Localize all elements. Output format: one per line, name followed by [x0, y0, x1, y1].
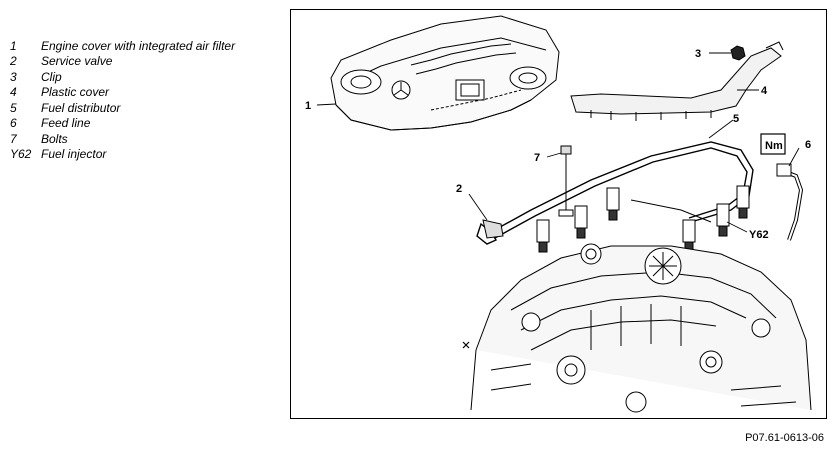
fuel-injector [682, 219, 696, 253]
callout-6: 6 [805, 139, 811, 151]
plastic-cover [570, 41, 784, 121]
fuel-injector [736, 185, 750, 219]
legend-description: Fuel injector [41, 147, 107, 162]
legend-item: 2 Service valve [10, 54, 280, 70]
engine-cover [330, 15, 560, 131]
diagram-drawing: Nm [305, 15, 812, 413]
legend-description: Fuel distributor [41, 100, 121, 115]
service-valve [482, 219, 504, 239]
legend-description: Plastic cover [41, 85, 110, 100]
legend-number: 3 [10, 69, 17, 84]
legend-description: Bolts [41, 131, 68, 146]
legend-number: 2 [10, 54, 17, 69]
fuel-injector [716, 203, 730, 237]
callout-3: 3 [695, 48, 701, 60]
callout-y62: Y62 [749, 229, 769, 241]
legend-item: 1 Engine cover with integrated air filte… [10, 38, 280, 54]
legend-number: 1 [10, 38, 17, 53]
legend-description: Feed line [41, 116, 91, 131]
legend-item: 3 Clip [10, 69, 280, 85]
torque-label: Nm [765, 140, 783, 152]
engine-block [462, 243, 812, 413]
legend-item: 4 Plastic cover [10, 85, 280, 101]
legend-number: 7 [10, 131, 17, 146]
fuel-injector [536, 219, 550, 253]
bolt [558, 145, 574, 217]
exploded-view-diagram: Nm [290, 9, 827, 419]
fuel-injectors [536, 185, 750, 253]
legend-description: Service valve [41, 54, 113, 69]
legend-number: 5 [10, 100, 17, 115]
parts-legend: 1 Engine cover with integrated air filte… [10, 38, 280, 162]
clip [730, 45, 746, 61]
callout-1: 1 [305, 100, 311, 112]
legend-item: 7 Bolts [10, 131, 280, 147]
torque-indicator: Nm [760, 133, 786, 155]
leader-lines [316, 52, 800, 233]
legend-item: 6 Feed line [10, 116, 280, 132]
feed-line [776, 163, 804, 241]
legend-number: Y62 [10, 147, 32, 162]
legend-item: 5 Fuel distributor [10, 100, 280, 116]
legend-description: Clip [41, 69, 62, 84]
legend-number: 4 [10, 85, 17, 100]
figure-reference-code: P07.61-0613-06 [745, 432, 824, 444]
fuel-injector [606, 187, 620, 221]
legend-item: Y62 Fuel injector [10, 147, 280, 163]
callout-4: 4 [761, 85, 768, 97]
callout-7: 7 [534, 152, 540, 164]
callout-2: 2 [456, 183, 462, 195]
fuel-injector [574, 205, 588, 239]
legend-number: 6 [10, 116, 17, 131]
callout-5: 5 [733, 113, 739, 125]
legend-description: Engine cover with integrated air filter [41, 38, 236, 53]
